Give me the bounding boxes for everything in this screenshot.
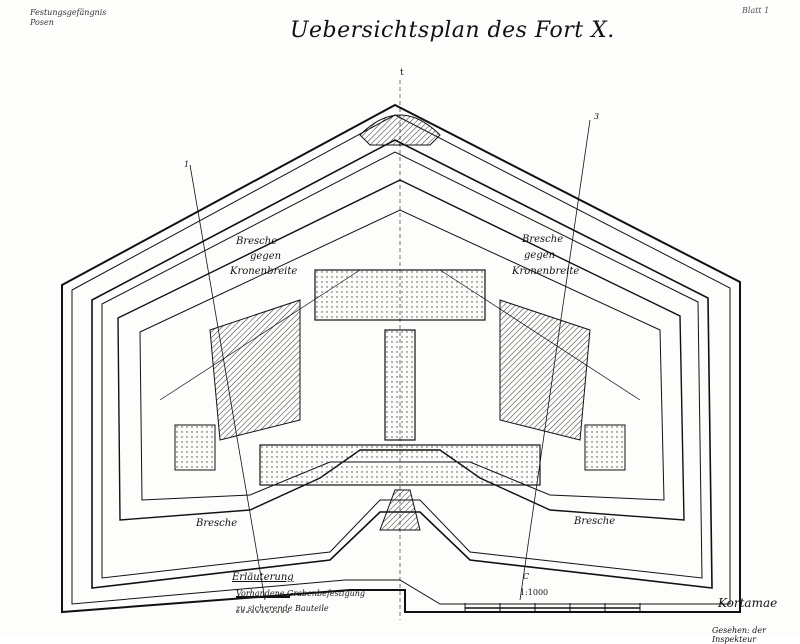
outer-glacis-outline-2 bbox=[71, 114, 731, 605]
signature: Kortamae bbox=[718, 596, 778, 610]
label-gegen-right: gegen bbox=[524, 250, 556, 261]
ditch-outline bbox=[91, 139, 713, 589]
legend-row-2: zu sicherende Bauteile bbox=[236, 604, 329, 613]
right-blockhouse bbox=[584, 424, 626, 471]
left-blockhouse bbox=[174, 424, 216, 471]
label-bresche-left-lower: Bresche bbox=[196, 518, 238, 529]
label-kronenbreite-left: Kronenbreite bbox=[230, 266, 298, 277]
archive-stamp-line1: Festungsgefängnis bbox=[30, 8, 107, 17]
label-bresche-right-upper: Bresche bbox=[522, 234, 564, 245]
legend-row-1: Vorhandene Grabenbefestigung bbox=[236, 589, 366, 598]
legend: Erläuterung Vorhandene Grabenbefestigung… bbox=[232, 572, 372, 613]
diag-line-1 bbox=[159, 269, 361, 401]
section-line-right bbox=[519, 119, 591, 601]
north-marker: t bbox=[400, 68, 404, 78]
signature-note: Gesehen: der Inspekteur bbox=[712, 626, 766, 644]
section-line-left bbox=[189, 164, 266, 601]
left-traverse bbox=[209, 299, 301, 441]
archive-stamp-line2: Posen bbox=[30, 18, 54, 27]
archive-stamp: Festungsgefängnis Posen bbox=[30, 8, 106, 28]
label-bresche-left-upper: Bresche bbox=[236, 236, 278, 247]
right-traverse bbox=[499, 299, 591, 441]
outer-glacis-outline bbox=[61, 103, 741, 614]
diag-line-2 bbox=[439, 269, 641, 401]
scale-label: 1:1000 bbox=[520, 588, 549, 597]
section-mark-c: C bbox=[523, 572, 530, 581]
sheet-number: Blatt 1 bbox=[742, 6, 770, 15]
section-mark-1: 1 bbox=[184, 160, 190, 169]
section-mark-3: 3 bbox=[594, 112, 600, 121]
document-title: Uebersichtsplan des Fort X. bbox=[290, 18, 615, 43]
label-bresche-right-lower: Bresche bbox=[574, 516, 616, 527]
label-kronenbreite-right: Kronenbreite bbox=[512, 266, 580, 277]
ditch-inner bbox=[101, 151, 703, 579]
legend-heading: Erläuterung bbox=[232, 572, 294, 583]
scale-bar bbox=[464, 603, 641, 612]
label-gegen-left: gegen bbox=[250, 251, 282, 262]
